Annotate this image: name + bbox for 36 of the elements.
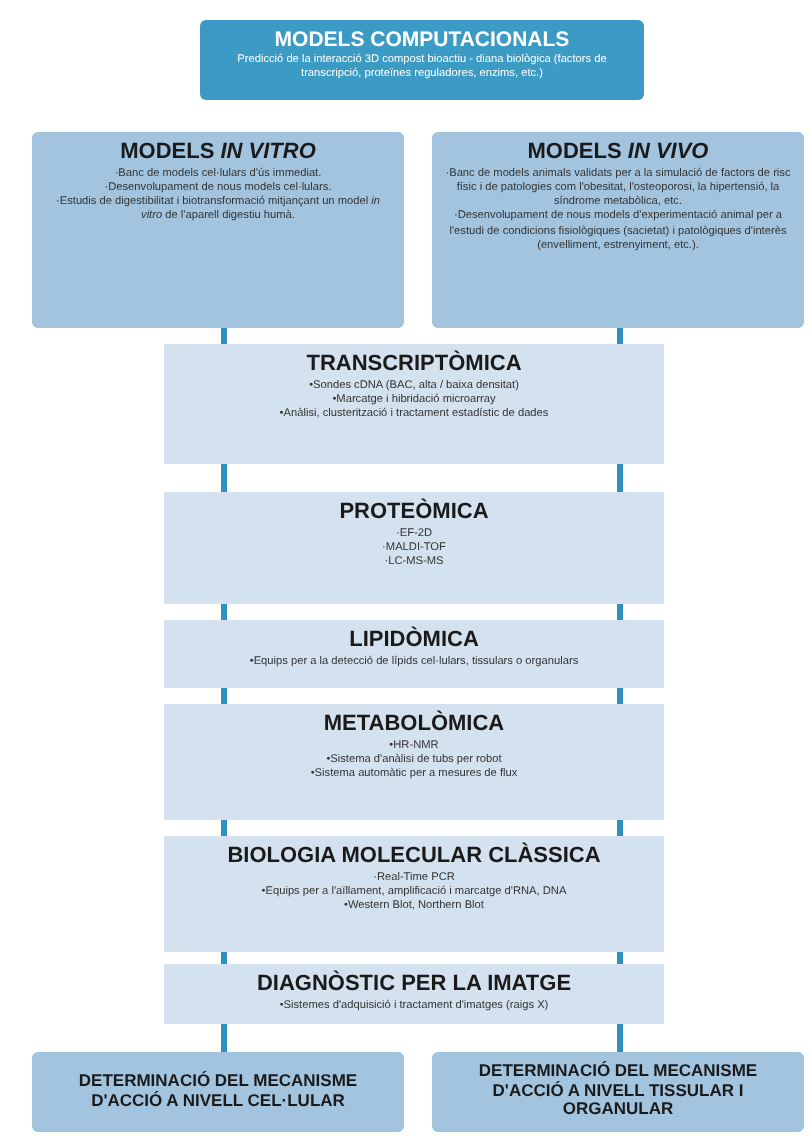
connector-line (221, 820, 227, 836)
box-heading: MODELS IN VIVO (527, 140, 709, 166)
model-box (432, 132, 804, 328)
tech-box (164, 492, 664, 604)
connector-line (221, 1024, 227, 1052)
tech-box (164, 964, 664, 1024)
result-box (432, 1052, 804, 1132)
connector-line (617, 688, 623, 704)
tech-box (164, 620, 664, 688)
box-heading: METABOLÒMICA (323, 712, 505, 738)
top-box (200, 20, 644, 100)
box-heading: DETERMINACIÓ DEL MECANISME D'ACCIÓ A NIVELL TISSULAR I ORGANULAR (476, 1061, 760, 1121)
connector-line (617, 464, 623, 492)
box-heading: LIPIDÒMICA (349, 628, 479, 654)
box-heading: DIAGNÒSTIC PER LA IMATGE (256, 972, 572, 998)
connector-line (221, 464, 227, 492)
connector-line (617, 328, 623, 344)
connector-line (617, 604, 623, 620)
tech-box (164, 344, 664, 464)
box-heading: TRANSCRIPTÒMICA (306, 352, 522, 378)
connector-line (221, 328, 227, 344)
connector-line (221, 604, 227, 620)
connector-line (617, 952, 623, 964)
box-heading: DETERMINACIÓ DEL MECANISME D'ACCIÓ A NIVELL CEL·LULAR (76, 1071, 360, 1111)
model-box (32, 132, 404, 328)
connector-line (617, 820, 623, 836)
box-heading: PROTEÒMICA (339, 500, 489, 526)
box-heading: BIOLOGIA MOLECULAR CLÀSSICA (227, 844, 601, 870)
box-heading: MODELS IN VITRO (120, 140, 316, 166)
tech-box (164, 704, 664, 820)
connector-line (221, 952, 227, 964)
connector-line (221, 688, 227, 704)
connector-line (617, 1024, 623, 1052)
box-heading: MODELS COMPUTACIONALS (274, 28, 570, 53)
result-box (32, 1052, 404, 1132)
tech-box (164, 836, 664, 952)
